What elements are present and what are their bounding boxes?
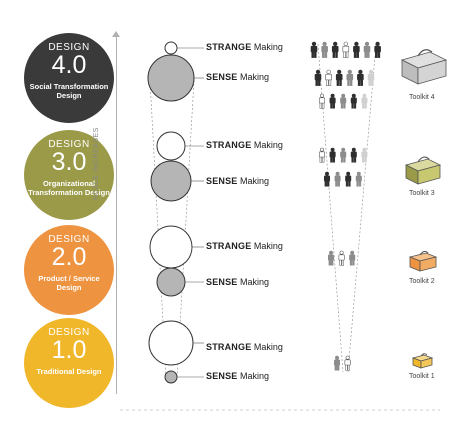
person-icon <box>333 355 341 371</box>
scale-axis-line <box>116 36 117 394</box>
design-3-badge: DESIGN 3.0 Organizational Transformation… <box>24 130 114 220</box>
person-icon <box>329 147 336 163</box>
strange-word: STRANGE <box>206 140 252 150</box>
person-icon <box>353 41 360 58</box>
person-icon <box>342 41 350 58</box>
making-word: Making <box>237 176 270 186</box>
person-icon <box>335 69 343 86</box>
person-icon <box>338 250 345 266</box>
person-icon <box>349 250 356 266</box>
person-icon <box>346 69 354 86</box>
sense-2-circle <box>156 267 186 297</box>
making-word: Making <box>251 241 283 251</box>
strange-word: STRANGE <box>206 342 252 352</box>
person-icon <box>361 147 368 163</box>
person-icon <box>323 171 331 187</box>
person-icon <box>318 93 326 109</box>
sense-word: SENSE <box>206 371 238 381</box>
design-4-version: 4.0 <box>51 51 87 79</box>
person-icon <box>331 41 339 58</box>
person-icon <box>327 250 335 266</box>
people-funnel-left <box>317 43 344 373</box>
person-icon <box>334 171 341 187</box>
sense-making-1-label: SENSE Making <box>206 371 269 381</box>
person-icon <box>374 41 381 58</box>
person-icon <box>329 93 336 109</box>
making-word: Making <box>237 277 270 287</box>
making-word: Making <box>237 72 270 82</box>
making-word: Making <box>237 371 270 381</box>
design-3-label: DESIGN <box>48 139 90 150</box>
toolbox-2-icon <box>408 250 438 272</box>
design-3-description: Organizational Transformation Design <box>28 179 110 197</box>
people-funnel-right <box>347 43 377 373</box>
toolbox-4-icon <box>400 49 448 85</box>
design-1-badge: DESIGN 1.0 Traditional Design <box>24 318 114 408</box>
toolkit-4-label: Toolkit 4 <box>409 94 435 101</box>
strange-4-circle <box>164 41 178 55</box>
sense-making-4-label: SENSE Making <box>206 72 269 82</box>
strange-2-circle <box>149 225 193 269</box>
design-2-description: Product / Service Design <box>38 274 100 292</box>
design-2-label: DESIGN <box>48 234 90 245</box>
design-3-version: 3.0 <box>51 148 87 176</box>
person-icon <box>350 147 357 163</box>
person-icon <box>340 147 347 163</box>
sense-3-circle <box>150 160 192 202</box>
making-word: Making <box>251 42 283 52</box>
person-icon <box>350 93 357 109</box>
strange-making-4-label: STRANGE Making <box>206 42 283 52</box>
sense-word: SENSE <box>206 176 238 186</box>
toolbox-3-icon <box>404 156 442 185</box>
toolbox-1-icon <box>411 353 434 369</box>
making-word: Making <box>251 140 283 150</box>
person-icon <box>363 41 371 58</box>
axis-arrow-icon <box>112 31 120 37</box>
strange-making-3-label: STRANGE Making <box>206 140 283 150</box>
toolkit-2-label: Toolkit 2 <box>409 278 435 285</box>
making-word: Making <box>251 342 283 352</box>
design-4-badge: DESIGN 4.0 Social Transformation Design <box>24 33 114 123</box>
sense-word: SENSE <box>206 277 238 287</box>
strange-1-circle <box>148 320 194 366</box>
person-icon <box>355 171 362 187</box>
person-icon <box>367 69 375 86</box>
toolkit-3-label: Toolkit 3 <box>409 190 435 197</box>
person-icon <box>325 69 332 86</box>
strange-making-1-label: STRANGE Making <box>206 342 283 352</box>
person-icon <box>318 147 326 163</box>
strange-3-circle <box>156 131 186 161</box>
toolkit-1-label: Toolkit 1 <box>409 373 435 380</box>
sense-making-2-label: SENSE Making <box>206 277 269 287</box>
design-4-description: Social Transformation Design <box>29 82 109 100</box>
strange-word: STRANGE <box>206 241 252 251</box>
sense-word: SENSE <box>206 72 238 82</box>
strange-word: STRANGE <box>206 42 252 52</box>
person-icon <box>310 41 318 58</box>
sense-making-3-label: SENSE Making <box>206 176 269 186</box>
design-4-label: DESIGN <box>48 42 90 53</box>
design-2-badge: DESIGN 2.0 Product / Service Design <box>24 225 114 315</box>
person-icon <box>321 41 328 58</box>
strange-making-2-label: STRANGE Making <box>206 241 283 251</box>
design-1-label: DESIGN <box>48 327 90 338</box>
sense-1-circle <box>164 370 178 384</box>
person-icon <box>340 93 347 109</box>
person-icon <box>345 171 352 187</box>
person-icon <box>357 69 364 86</box>
person-icon <box>314 69 322 86</box>
design-1-description: Traditional Design <box>36 367 102 376</box>
sense-4-circle <box>147 54 195 102</box>
person-icon <box>344 355 351 371</box>
design-2-version: 2.0 <box>51 243 87 271</box>
person-icon <box>361 93 368 109</box>
design-1-version: 1.0 <box>51 336 87 364</box>
